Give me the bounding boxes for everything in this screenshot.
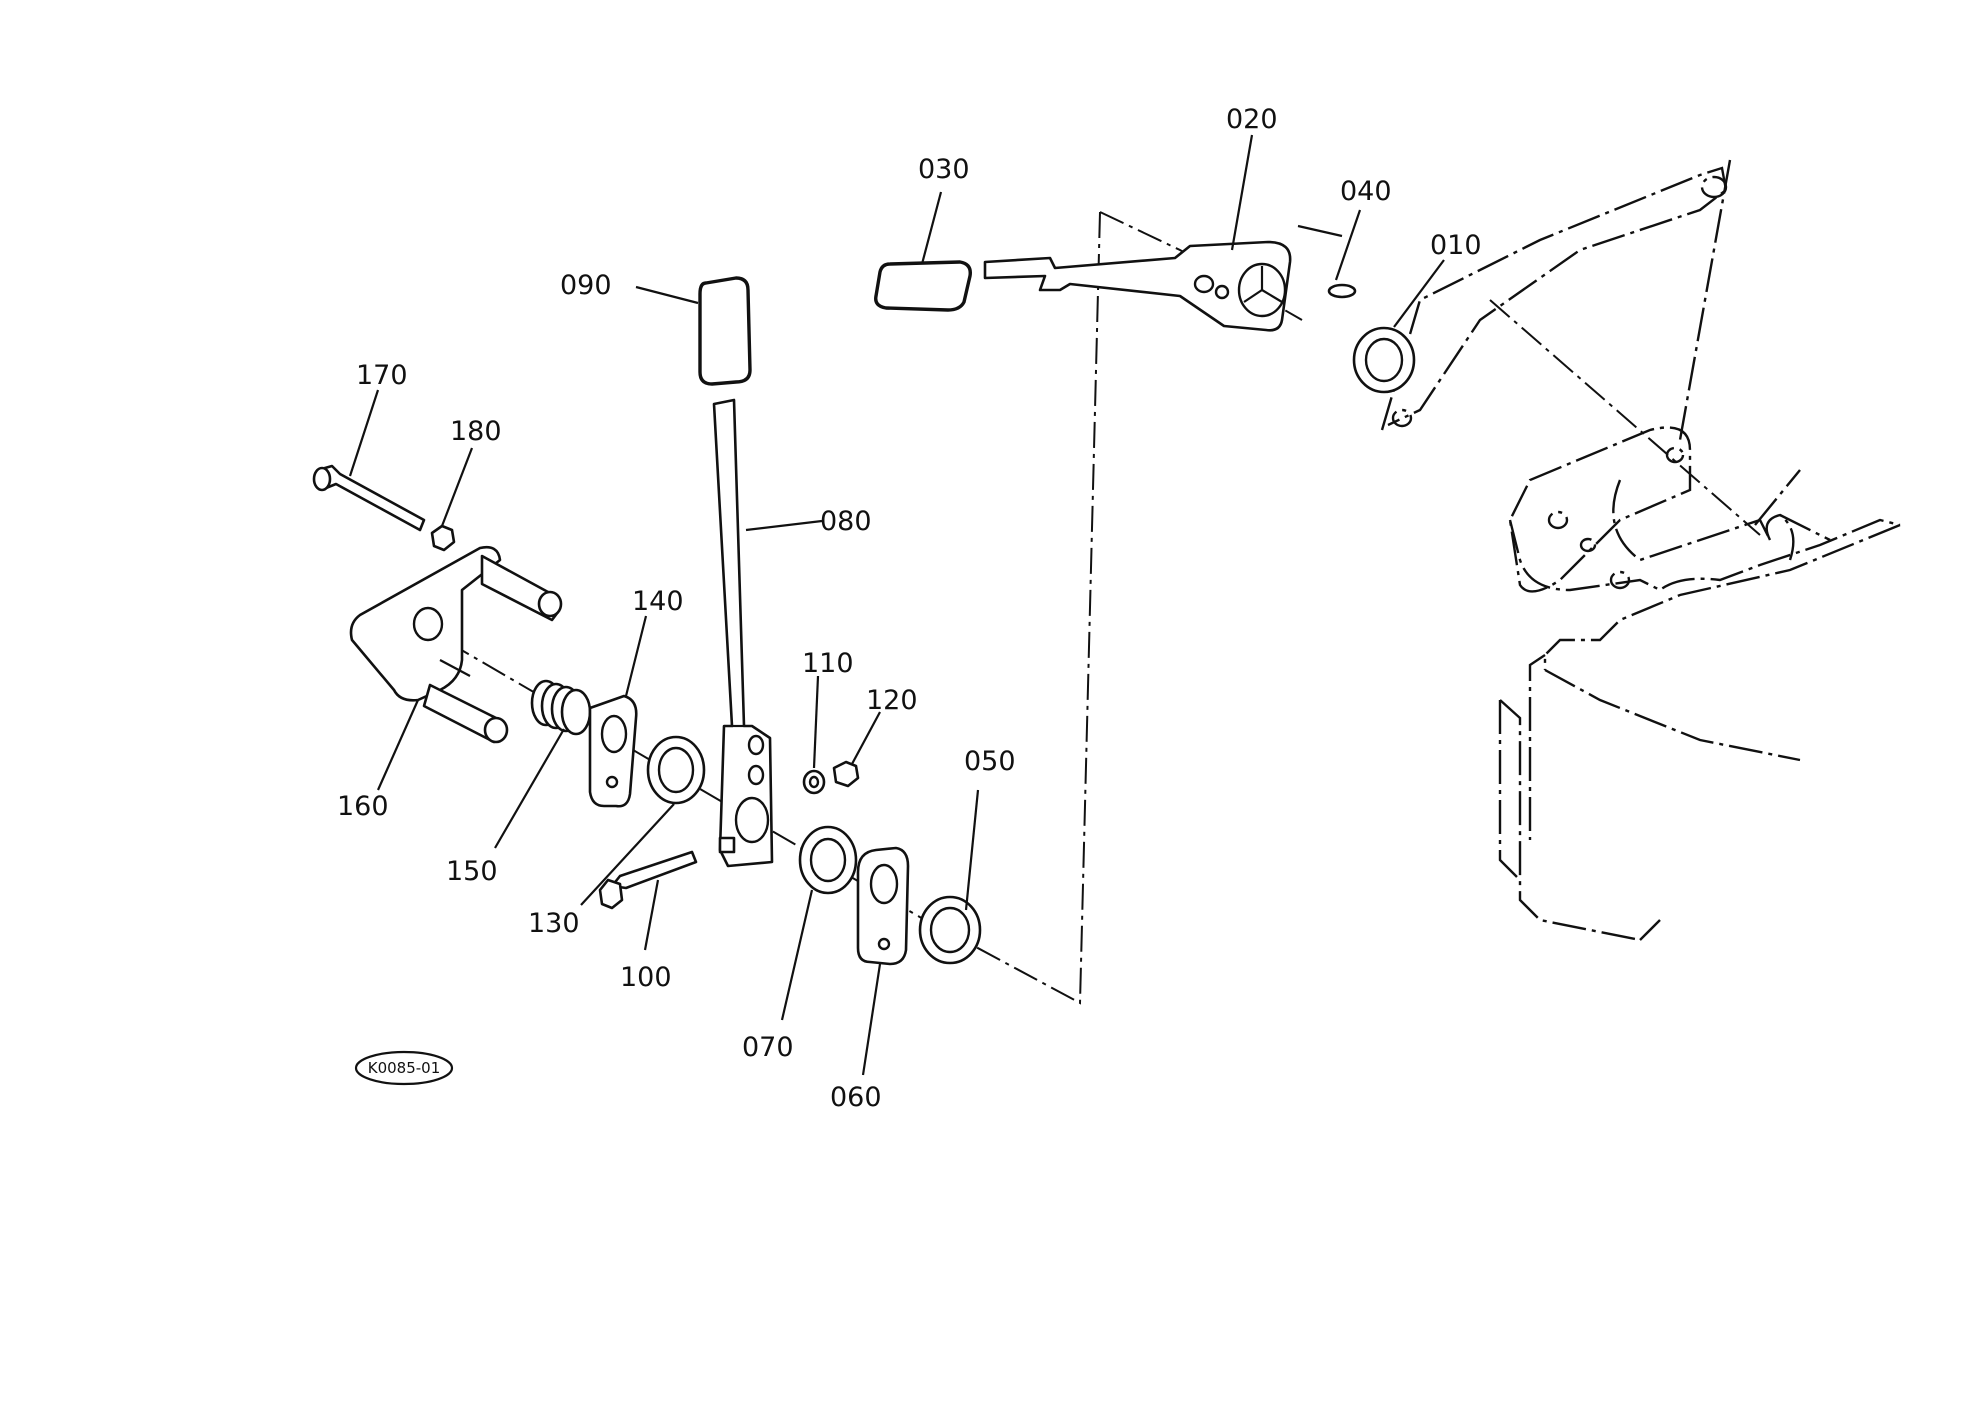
bolt-100 xyxy=(598,850,698,910)
washer-130 xyxy=(646,735,706,805)
washer-070 xyxy=(798,825,858,895)
plate-060 xyxy=(856,846,910,966)
nut-180 xyxy=(430,524,456,552)
diagram-code-badge: K0085-01 xyxy=(354,1050,454,1086)
callout-020: 020 xyxy=(1226,104,1278,135)
plate-140 xyxy=(588,694,638,808)
shift-lever-080 xyxy=(712,398,774,868)
callout-150: 150 xyxy=(446,856,498,887)
callout-010: 010 xyxy=(1430,230,1482,261)
callout-180: 180 xyxy=(450,416,502,447)
callout-080: 080 xyxy=(820,506,872,537)
callout-labels: 010 020 030 040 050 060 070 080 090 100 … xyxy=(337,104,1482,1113)
bolt-170 xyxy=(312,464,426,532)
callout-100: 100 xyxy=(620,962,672,993)
callout-170: 170 xyxy=(356,360,408,391)
lever-guide-160 xyxy=(349,545,563,744)
callout-120: 120 xyxy=(866,685,918,716)
callout-140: 140 xyxy=(632,586,684,617)
diagram-code: K0085-01 xyxy=(368,1059,441,1077)
spring-pin-040 xyxy=(1327,283,1357,299)
spring-150 xyxy=(530,679,592,736)
arm-grip-030 xyxy=(874,260,972,312)
callout-110: 110 xyxy=(802,648,854,679)
callout-030: 030 xyxy=(918,154,970,185)
lock-washer-110 xyxy=(802,769,826,795)
callout-070: 070 xyxy=(742,1032,794,1063)
callout-090: 090 xyxy=(560,270,612,301)
callout-060: 060 xyxy=(830,1082,882,1113)
transmission-housing xyxy=(1380,159,1901,942)
callout-050: 050 xyxy=(964,746,1016,777)
leader-lines xyxy=(348,134,1445,1076)
callout-130: 130 xyxy=(528,908,580,939)
nut-120 xyxy=(832,760,860,788)
shift-arm-020 xyxy=(983,240,1292,332)
callout-040: 040 xyxy=(1340,176,1392,207)
washer-050 xyxy=(918,895,982,965)
lever-grip-090 xyxy=(698,276,752,386)
callout-160: 160 xyxy=(337,791,389,822)
washer-010 xyxy=(1352,326,1416,394)
